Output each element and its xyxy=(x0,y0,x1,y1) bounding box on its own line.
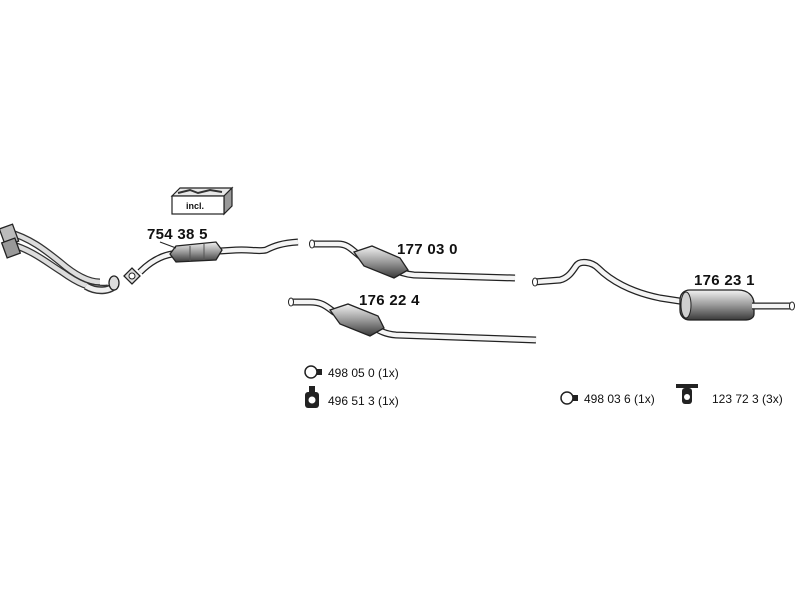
part-number-176231[interactable]: 176 23 1 xyxy=(694,272,755,289)
legend-ring-clamp-498050[interactable]: 498 05 0 (1x) xyxy=(328,366,399,380)
centre-silencer-177030[interactable] xyxy=(309,239,516,282)
legend-hanger-123723[interactable]: 123 72 3 (3x) xyxy=(712,392,783,406)
front-pipe[interactable] xyxy=(0,223,120,295)
rear-silencer-176231[interactable] xyxy=(532,258,795,321)
legend-ring-clamp-498036[interactable]: 498 03 6 (1x) xyxy=(584,392,655,406)
mounting-kit-label: incl. xyxy=(186,201,205,211)
mounting-kit-box-icon xyxy=(170,186,234,216)
centre-silencer-176224[interactable] xyxy=(288,297,537,344)
rubber-mount-icon xyxy=(305,386,319,408)
hanger-bracket-icon xyxy=(676,384,698,404)
legend-rubber-mount-496513[interactable]: 496 51 3 (1x) xyxy=(328,394,399,408)
catalytic-converter-pipe[interactable] xyxy=(137,238,299,275)
part-number-177030[interactable]: 177 03 0 xyxy=(397,241,458,258)
part-number-754385[interactable]: 754 38 5 xyxy=(147,226,208,243)
ring-clamp-icon xyxy=(304,365,322,379)
ring-clamp-icon xyxy=(560,391,578,405)
flange-gasket[interactable] xyxy=(123,267,141,285)
part-number-176224[interactable]: 176 22 4 xyxy=(359,292,420,309)
